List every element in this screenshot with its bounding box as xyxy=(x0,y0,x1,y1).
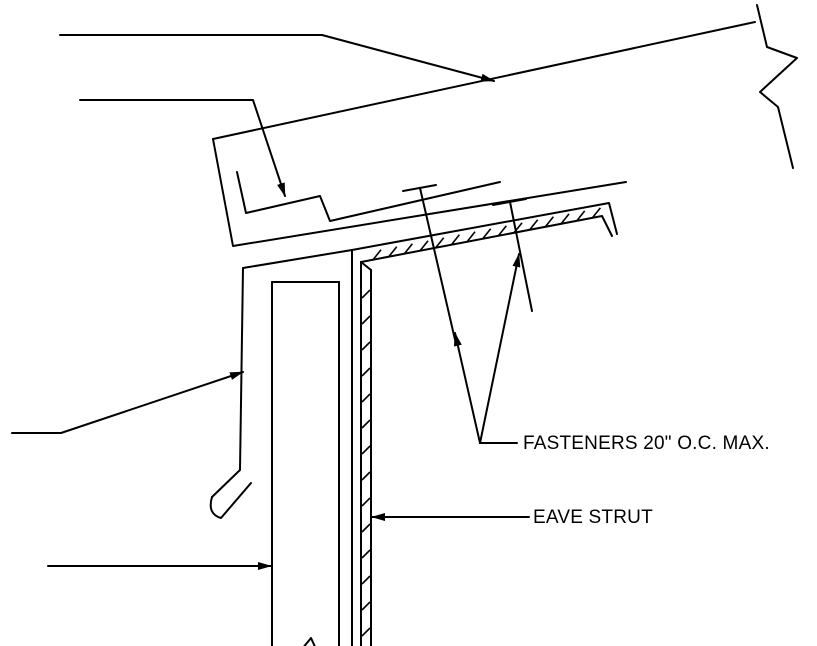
closure-leader xyxy=(79,99,286,197)
hatch-mark xyxy=(361,497,371,507)
hatch-mark xyxy=(560,213,570,225)
hatch-mark xyxy=(497,225,507,237)
hatch-mark xyxy=(361,575,371,585)
base-break-line xyxy=(303,637,316,646)
hatch-mark xyxy=(388,246,398,258)
hatch-mark xyxy=(576,210,586,222)
hatch-mark xyxy=(361,341,371,351)
roof-panel xyxy=(212,21,756,247)
fastener-leader-1 xyxy=(453,332,481,444)
hatch-mark xyxy=(529,219,539,231)
fastener-leader-2 xyxy=(479,253,521,444)
hatch-mark xyxy=(591,207,601,219)
hatch-mark xyxy=(435,237,445,249)
hatch-mark xyxy=(361,523,371,533)
hatch-mark xyxy=(361,289,371,299)
fastener-2 xyxy=(492,198,533,312)
fastener-1 xyxy=(402,184,457,345)
hatch-mark xyxy=(361,393,371,403)
hatch-mark xyxy=(361,549,371,559)
eave-trim-leader xyxy=(11,371,244,434)
hatch-mark xyxy=(361,601,371,611)
hatch-mark xyxy=(482,228,492,240)
eave-strut-label: EAVE STRUT xyxy=(533,507,653,528)
hatch-mark xyxy=(361,627,371,637)
eave-strut xyxy=(351,202,618,646)
roof-panel-leader xyxy=(59,34,495,82)
roof-break-line xyxy=(756,4,798,169)
eave-strut-hatching xyxy=(361,207,601,637)
hatch-mark xyxy=(361,367,371,377)
wall-panel xyxy=(271,281,340,646)
hatch-mark xyxy=(544,216,554,228)
hatch-mark xyxy=(450,234,460,246)
hatch-mark xyxy=(372,249,382,261)
hatch-mark xyxy=(361,445,371,455)
hatch-mark xyxy=(419,240,429,252)
hatch-mark xyxy=(361,471,371,481)
hatch-mark xyxy=(466,231,476,243)
hatch-mark xyxy=(361,419,371,429)
hatch-mark xyxy=(361,315,371,325)
fasteners-label: FASTENERS 20" O.C. MAX. xyxy=(523,433,770,454)
hatch-mark xyxy=(403,243,414,255)
eave-trim xyxy=(209,249,353,519)
